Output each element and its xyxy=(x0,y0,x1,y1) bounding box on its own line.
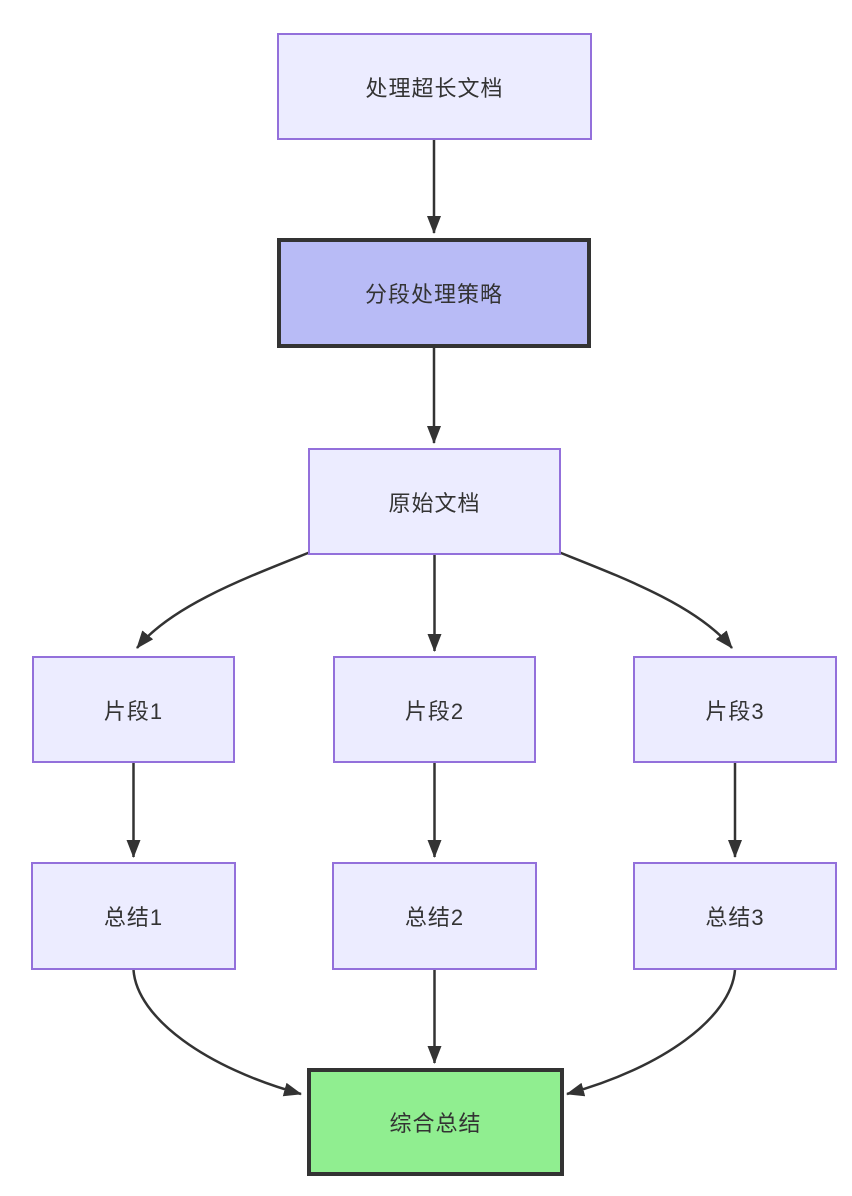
node-handle-long-document: 处理超长文档 xyxy=(277,33,592,140)
node-original-document: 原始文档 xyxy=(308,448,561,555)
node-label: 总结1 xyxy=(103,905,164,930)
node-label: 综合总结 xyxy=(389,1111,482,1136)
node-combined-summary: 综合总结 xyxy=(307,1068,564,1176)
edge-c-d1 xyxy=(136,549,314,649)
node-label: 分段处理策略 xyxy=(364,282,503,307)
node-segmentation-strategy: 分段处理策略 xyxy=(277,238,591,348)
node-fragment-1: 片段1 xyxy=(32,656,235,763)
node-summary-3: 总结3 xyxy=(633,862,837,970)
node-label: 处理超长文档 xyxy=(365,75,504,101)
node-label: 片段1 xyxy=(103,698,164,724)
node-label: 片段2 xyxy=(404,698,465,724)
node-summary-2: 总结2 xyxy=(332,862,537,970)
edge-e1-f xyxy=(132,969,302,1097)
node-fragment-2: 片段2 xyxy=(333,656,536,763)
node-summary-1: 总结1 xyxy=(31,862,236,970)
node-label: 总结2 xyxy=(404,905,465,930)
edge-c-d3 xyxy=(555,549,733,649)
node-label: 片段3 xyxy=(705,698,765,724)
node-label: 总结3 xyxy=(705,905,765,930)
edge-e3-f xyxy=(566,969,737,1097)
node-fragment-3: 片段3 xyxy=(633,656,837,763)
node-label: 原始文档 xyxy=(388,490,481,516)
